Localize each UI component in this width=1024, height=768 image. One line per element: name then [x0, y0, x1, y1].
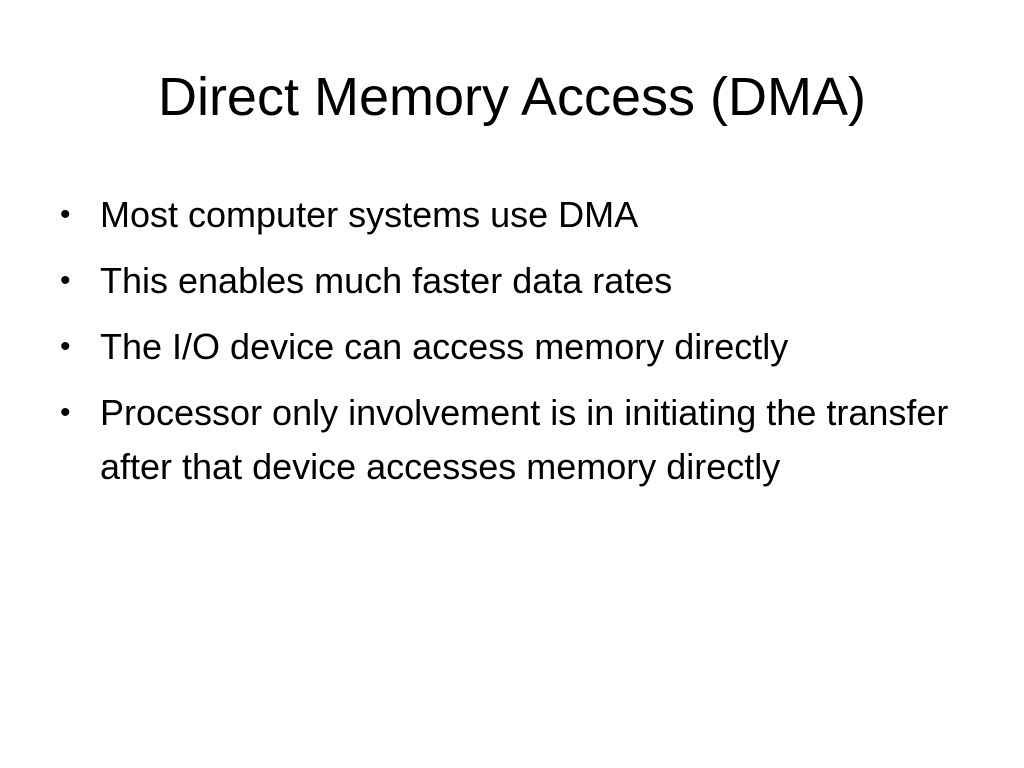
bullet-text: Most computer systems use DMA: [100, 194, 639, 235]
bullet-text: This enables much faster data rates: [100, 260, 673, 301]
bullet-dot-icon: •: [60, 396, 71, 429]
bullet-list: • Most computer systems use DMA • This e…: [56, 188, 956, 506]
bullet-text: Processor only involvement is in initiat…: [100, 392, 949, 487]
bullet-item: • This enables much faster data rates: [56, 254, 956, 308]
bullet-dot-icon: •: [60, 264, 71, 297]
bullet-text: The I/O device can access memory directl…: [100, 326, 789, 367]
bullet-dot-icon: •: [60, 198, 71, 231]
slide-title: Direct Memory Access (DMA): [157, 67, 867, 127]
bullet-dot-icon: •: [60, 330, 71, 363]
bullet-item: • Most computer systems use DMA: [56, 188, 956, 242]
bullet-item: • Processor only involvement is in initi…: [56, 386, 956, 494]
bullet-item: • The I/O device can access memory direc…: [56, 320, 956, 374]
